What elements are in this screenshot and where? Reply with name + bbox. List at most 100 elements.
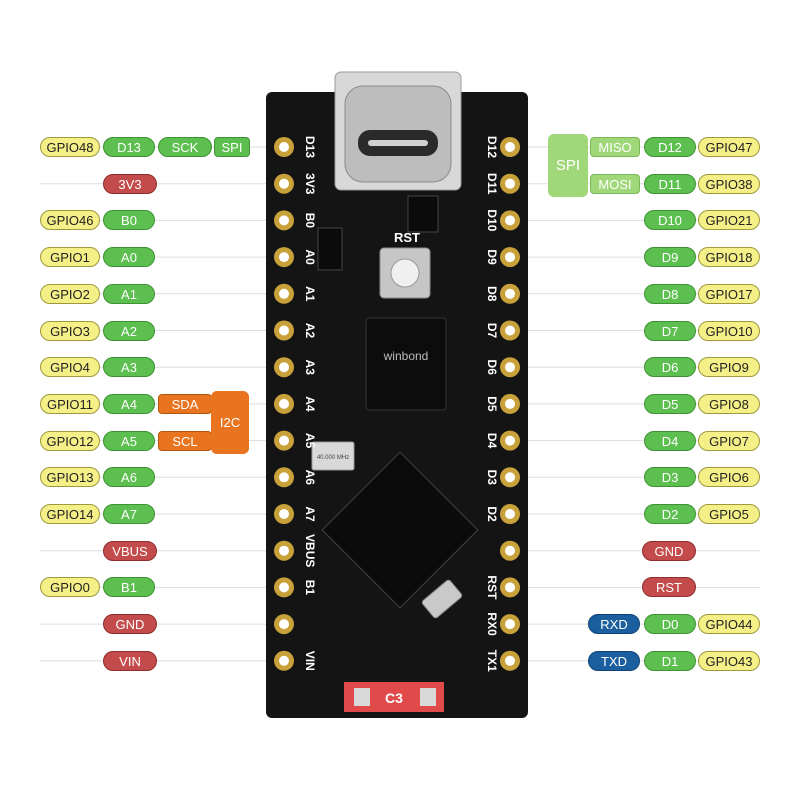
ic-small [407, 195, 439, 233]
pin-hole-right [505, 545, 515, 556]
power-pin-rst-right: RST [642, 577, 696, 598]
pin-label-a6: A6 [103, 467, 155, 488]
pin-label-a5: A5 [103, 430, 155, 451]
gpio-label-gpio48: GPIO48 [40, 137, 100, 157]
silk-label-right: D3 [485, 470, 499, 486]
gpio-label-gpio11: GPIO11 [40, 393, 100, 414]
pin-hole-right [505, 398, 515, 409]
pin-label-d8: D8 [644, 283, 696, 304]
flash-chip [365, 317, 447, 411]
pin-label-a0: A0 [103, 247, 155, 268]
silk-label-left: A6 [303, 470, 317, 486]
gpio-label-gpio4: GPIO4 [40, 357, 100, 378]
silk-label-right: RX0 [485, 612, 499, 636]
pin-label-d6: D6 [644, 357, 696, 378]
gpio-label-gpio12: GPIO12 [40, 430, 100, 451]
pin-hole-left [279, 582, 289, 593]
pin-label-a2: A2 [103, 320, 155, 341]
spi-sck-label: SCK [158, 137, 212, 157]
pin-label-d9: D9 [644, 247, 696, 268]
i2c-sda-label: SDA [158, 393, 212, 414]
i2c-scl-label: SCL [158, 430, 212, 451]
pin-hole-left [279, 215, 289, 226]
uart-rxd-label: RXD [588, 614, 640, 635]
silk-label-left: A7 [303, 506, 317, 522]
reset-label: RST [394, 230, 420, 245]
silk-label-right: D5 [485, 396, 499, 412]
silk-label-right: D4 [485, 433, 499, 449]
spi-group-label-left: SPI [214, 137, 250, 157]
pin-hole-right [505, 472, 515, 483]
pin-hole-right [505, 509, 515, 519]
pin-hole-left [279, 435, 289, 446]
gpio-label-gpio2: GPIO2 [40, 283, 100, 304]
pin-hole-left [279, 325, 289, 336]
pin-hole-left [279, 509, 289, 519]
gpio-label-gpio10: GPIO10 [698, 320, 760, 341]
pin-label-d2: D2 [644, 504, 696, 524]
pin-label-d11: D11 [644, 173, 696, 194]
pin-hole-left [279, 252, 289, 263]
silk-label-left: B0 [303, 213, 317, 229]
pin-hole-left [279, 545, 289, 556]
oscillator [421, 579, 463, 619]
esp-chip [321, 451, 479, 609]
pin-hole-left [279, 398, 289, 409]
pin-hole-left [279, 472, 289, 483]
usb-c-connector [334, 71, 462, 191]
gpio-label-gpio38: GPIO38 [698, 173, 760, 194]
pin-hole-right [505, 655, 515, 666]
silk-label-right: D6 [485, 360, 499, 376]
pin-hole-left [279, 362, 289, 373]
crystal-label: 40.000 MHz [317, 455, 349, 461]
silk-label-left: A4 [303, 396, 317, 412]
silk-label-right: RST [485, 575, 499, 600]
silk-label-left: B1 [303, 580, 317, 596]
pin-hole-right [505, 142, 515, 152]
gpio-label-gpio13: GPIO13 [40, 467, 100, 488]
silk-label-left: D13 [303, 136, 317, 158]
silk-label-left: A2 [303, 323, 317, 339]
gpio-label-gpio8: GPIO8 [698, 393, 760, 414]
pin-label-a1: A1 [103, 283, 155, 304]
gpio-label-gpio44: GPIO44 [698, 614, 760, 635]
gpio-label-gpio9: GPIO9 [698, 357, 760, 378]
pin-hole-left [279, 655, 289, 666]
pin-hole-left [279, 142, 289, 152]
gpio-label-gpio1: GPIO1 [40, 247, 100, 268]
silk-label-left: A5 [303, 433, 317, 449]
silk-label-right: D12 [485, 136, 499, 158]
pin-hole-left [279, 619, 289, 630]
pin-label-d0: D0 [644, 614, 696, 635]
pin-hole-left [279, 288, 289, 299]
pin-hole-right [505, 288, 515, 299]
pin-label-d13: D13 [103, 137, 155, 157]
gpio-label-gpio3: GPIO3 [40, 320, 100, 341]
i2c-group-label: I2C [211, 390, 249, 454]
spi-mosi-label: MOSI [590, 173, 640, 194]
flash-brand: winbond [383, 349, 429, 363]
chip-label: C3 [385, 690, 403, 706]
pin-label-d10: D10 [644, 210, 696, 231]
silk-label-left: A0 [303, 249, 317, 265]
pin-label-b0: B0 [103, 210, 155, 231]
pin-hole-right [505, 325, 515, 336]
pin-label-b1: B1 [103, 577, 155, 598]
reset-button-cap [390, 258, 420, 288]
silk-label-right: D11 [485, 173, 499, 195]
power-pin-vbus: VBUS [103, 540, 157, 561]
silk-label-right: D8 [485, 286, 499, 302]
spi-miso-label: MISO [590, 137, 640, 157]
gpio-label-gpio21: GPIO21 [698, 210, 760, 231]
gpio-label-gpio46: GPIO46 [40, 210, 100, 231]
gpio-label-gpio18: GPIO18 [698, 247, 760, 268]
silk-label-left: A3 [303, 360, 317, 376]
power-pin-gnd: GND [103, 614, 157, 635]
pin-hole-right [505, 619, 515, 630]
gpio-label-gpio14: GPIO14 [40, 504, 100, 524]
uart-txd-label: TXD [588, 650, 640, 671]
pin-hole-right [505, 178, 515, 189]
spi-group-label-right: SPI [548, 134, 588, 197]
pin-label-d3: D3 [644, 467, 696, 488]
